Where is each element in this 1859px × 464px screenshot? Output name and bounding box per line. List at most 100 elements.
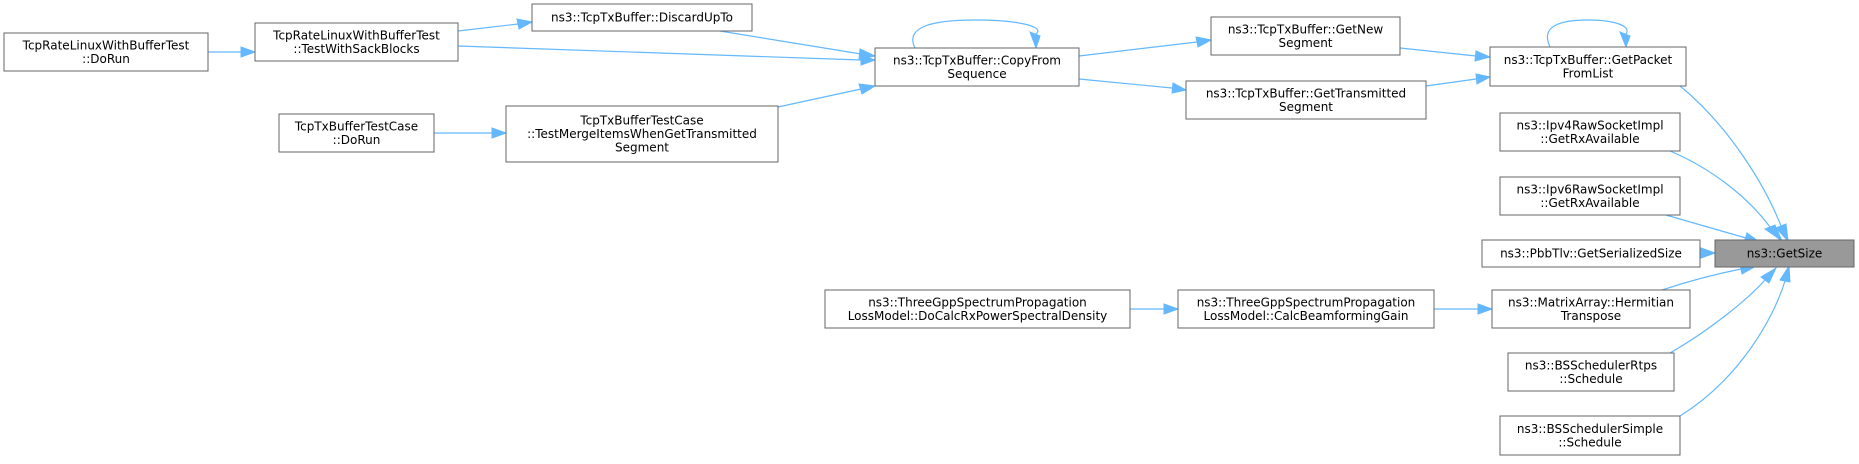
edge-line bbox=[1679, 85, 1782, 227]
node-label-line: ns3::Ipv6RawSocketImpl bbox=[1516, 182, 1663, 196]
node-schedsimple[interactable]: ns3::BSSchedulerSimple::Schedule bbox=[1499, 415, 1681, 456]
node-label-line: ::DoRun bbox=[82, 52, 130, 66]
arrowhead bbox=[1763, 224, 1784, 243]
node-ipv4getrx[interactable]: ns3::Ipv4RawSocketImpl::GetRxAvailable bbox=[1499, 112, 1681, 152]
node-label-line: ns3::ThreeGppSpectrumPropagation bbox=[1197, 295, 1416, 309]
node-box bbox=[505, 105, 779, 163]
node-testwithsackblocks[interactable]: TcpRateLinuxWithBufferTest::TestWithSack… bbox=[254, 22, 459, 62]
arrowhead bbox=[491, 127, 508, 139]
node-box bbox=[1499, 415, 1681, 456]
edge-schedrtps-to-getsize bbox=[1669, 266, 1778, 354]
node-box bbox=[1499, 112, 1681, 152]
node-label-line: ::GetRxAvailable bbox=[1540, 132, 1639, 146]
node-box bbox=[1499, 176, 1681, 216]
node-label-line: TcpTxBufferTestCase bbox=[294, 119, 418, 133]
node-pbbtlv[interactable]: ns3::PbbTlv::GetSerializedSize bbox=[1481, 239, 1701, 268]
node-testmergeitems[interactable]: TcpTxBufferTestCase::TestMergeItemsWhenG… bbox=[505, 105, 779, 163]
edge-calcbeamforming-to-hermitian bbox=[1434, 303, 1494, 315]
node-label-line: ::Schedule bbox=[1559, 372, 1622, 386]
arrowhead bbox=[860, 54, 877, 66]
edge-line bbox=[1669, 279, 1766, 354]
node-txbufferdorun[interactable]: TcpTxBufferTestCase::DoRun bbox=[278, 113, 435, 153]
arrowhead bbox=[1700, 247, 1717, 259]
node-docalcrx[interactable]: ns3::ThreeGppSpectrumPropagationLossMode… bbox=[824, 289, 1131, 329]
arrowhead bbox=[1477, 303, 1494, 315]
node-box bbox=[1714, 239, 1855, 268]
node-label-line: ns3::PbbTlv::GetSerializedSize bbox=[1500, 247, 1682, 261]
node-label-line: ns3::MatrixArray::Hermitian bbox=[1508, 295, 1674, 309]
arrowhead bbox=[1775, 223, 1789, 243]
edges bbox=[208, 18, 1791, 417]
node-label-line: Sequence bbox=[947, 67, 1006, 81]
edge-testmergeitems-to-copyfromsequence bbox=[777, 83, 877, 108]
node-box bbox=[1491, 289, 1691, 329]
node-label-line: Transpose bbox=[1560, 309, 1621, 323]
node-label-line: FromList bbox=[1563, 66, 1614, 80]
node-box bbox=[278, 113, 435, 153]
node-label-line: ns3::TcpTxBuffer::GetTransmitted bbox=[1206, 86, 1406, 100]
edge-discardupto-to-copyfromsequence bbox=[719, 30, 877, 60]
node-label-line: TcpRateLinuxWithBufferTest bbox=[272, 28, 440, 42]
node-calcbeamforming[interactable]: ns3::ThreeGppSpectrumPropagationLossMode… bbox=[1177, 289, 1435, 329]
node-label-line: ns3::Ipv4RawSocketImpl bbox=[1516, 118, 1663, 132]
node-label-line: ns3::TcpTxBuffer::GetPacket bbox=[1504, 53, 1673, 67]
node-label-line: LossModel::DoCalcRxPowerSpectralDensity bbox=[848, 309, 1108, 323]
edge-line bbox=[777, 88, 862, 108]
node-discardupto[interactable]: ns3::TcpTxBuffer::DiscardUpTo bbox=[531, 3, 753, 32]
edge-getnewsegment-to-getpacketfromlist bbox=[1399, 47, 1492, 62]
node-label-line: ns3::GetSize bbox=[1747, 247, 1823, 261]
node-getsize[interactable]: ns3::GetSize bbox=[1714, 239, 1855, 268]
node-label-line: ::TestWithSackBlocks bbox=[293, 42, 419, 56]
node-label-line: LossModel::CalcBeamformingGain bbox=[1204, 309, 1409, 323]
node-box bbox=[874, 47, 1080, 87]
node-label-line: TcpRateLinuxWithBufferTest bbox=[22, 38, 190, 52]
edge-line bbox=[1078, 41, 1198, 57]
edge-hermitian-to-getsize bbox=[1661, 263, 1758, 291]
edge-line bbox=[457, 45, 862, 61]
node-schedrtps[interactable]: ns3::BSSchedulerRtps::Schedule bbox=[1507, 352, 1675, 392]
edge-line bbox=[1425, 78, 1477, 87]
edge-schedsimple-to-getsize bbox=[1679, 264, 1791, 417]
node-label-line: ns3::BSSchedulerRtps bbox=[1525, 358, 1657, 372]
arrowhead bbox=[1475, 73, 1492, 85]
arrowhead bbox=[1779, 264, 1791, 283]
edge-copyfromsequence-to-getnewsegment bbox=[1078, 36, 1213, 57]
edge-testwithsackblocks-to-discardupto bbox=[457, 18, 534, 32]
edge-ipv4getrx-to-getsize bbox=[1669, 150, 1784, 243]
node-label-line: ns3::TcpTxBuffer::DiscardUpTo bbox=[551, 11, 733, 25]
edge-docalcrx-to-calcbeamforming bbox=[1130, 303, 1180, 315]
arrowhead bbox=[240, 46, 257, 58]
arrowhead bbox=[1760, 266, 1778, 284]
edge-tcpratedorun-to-testwithsackblocks bbox=[208, 46, 257, 58]
edge-testwithsackblocks-to-copyfromsequence bbox=[457, 45, 877, 66]
edge-line bbox=[719, 30, 862, 55]
node-label-line: ::DoRun bbox=[333, 133, 381, 147]
edge-pbbtlv-to-getsize bbox=[1700, 247, 1717, 259]
node-label-line: ::GetRxAvailable bbox=[1540, 196, 1639, 210]
node-tcpratedorun[interactable]: TcpRateLinuxWithBufferTest::DoRun bbox=[3, 32, 209, 72]
edge-line bbox=[1546, 19, 1628, 48]
node-label-line: TcpTxBufferTestCase bbox=[579, 114, 703, 128]
edge-line bbox=[1661, 268, 1742, 291]
arrowhead bbox=[858, 83, 877, 95]
node-ipv6getrx[interactable]: ns3::Ipv6RawSocketImpl::GetRxAvailable bbox=[1499, 176, 1681, 216]
edge-line bbox=[1078, 78, 1173, 89]
node-box bbox=[3, 32, 209, 72]
node-box bbox=[1507, 352, 1675, 392]
node-box bbox=[254, 22, 459, 62]
node-box bbox=[1489, 46, 1687, 87]
arrowhead bbox=[1029, 31, 1041, 50]
edge-gettransmittedsegment-to-getpacketfromlist bbox=[1425, 73, 1492, 87]
arrowhead bbox=[1195, 36, 1213, 48]
node-box bbox=[1177, 289, 1435, 329]
edge-line bbox=[1679, 280, 1786, 417]
edge-line bbox=[912, 19, 1039, 49]
node-label-line: ::TestMergeItemsWhenGetTransmitted bbox=[527, 127, 757, 141]
node-box bbox=[1481, 239, 1701, 268]
